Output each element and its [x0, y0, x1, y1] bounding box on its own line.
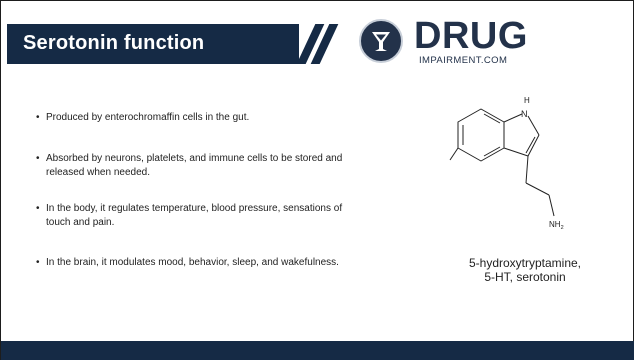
- bond: [503, 147, 529, 157]
- bond: [548, 194, 555, 217]
- martini-glass-icon: [372, 32, 390, 51]
- bullet-item: In the brain, it modulates mood, behavio…: [36, 256, 367, 270]
- slide-title: Serotonin function: [23, 32, 205, 54]
- caption-line: 5-hydroxytryptamine,: [468, 256, 582, 270]
- serotonin-structure-diagram: H N HO NH2: [449, 96, 564, 231]
- logo-badge: [359, 19, 403, 63]
- bullet-item: Produced by enterochromaffin cells in th…: [36, 111, 367, 125]
- caption-line: 5-HT, serotonin: [484, 270, 566, 284]
- double-bond: [483, 113, 501, 124]
- structure-caption: 5-hydroxytryptamine, 5-HT, serotonin: [435, 256, 615, 284]
- benzene-ring: [457, 108, 505, 162]
- drug-impairment-logo: DRUG IMPAIRMENT.COM: [359, 15, 623, 71]
- nitrogen-label: N: [521, 109, 528, 119]
- bullet-list: Produced by enterochromaffin cells in th…: [36, 111, 367, 270]
- title-bar: Serotonin function: [7, 24, 299, 64]
- bond: [503, 113, 523, 123]
- bond: [449, 147, 459, 161]
- footer-bar: [1, 341, 634, 360]
- bond: [525, 155, 529, 184]
- logo-subtitle: IMPAIRMENT.COM: [419, 55, 508, 66]
- amine-label: NH2: [549, 220, 564, 231]
- bond: [527, 115, 540, 136]
- amine-subscript: 2: [561, 225, 564, 231]
- bond: [527, 134, 540, 157]
- hydrogen-label: H: [524, 96, 530, 105]
- bullet-item: In the body, it regulates temperature, b…: [36, 202, 367, 230]
- double-bond: [483, 146, 501, 157]
- logo-word: DRUG: [414, 15, 528, 57]
- bond: [525, 182, 550, 196]
- bullet-item: Absorbed by neurons, platelets, and immu…: [36, 152, 367, 180]
- amine-label-nh: NH: [549, 220, 561, 229]
- double-bond: [525, 136, 536, 154]
